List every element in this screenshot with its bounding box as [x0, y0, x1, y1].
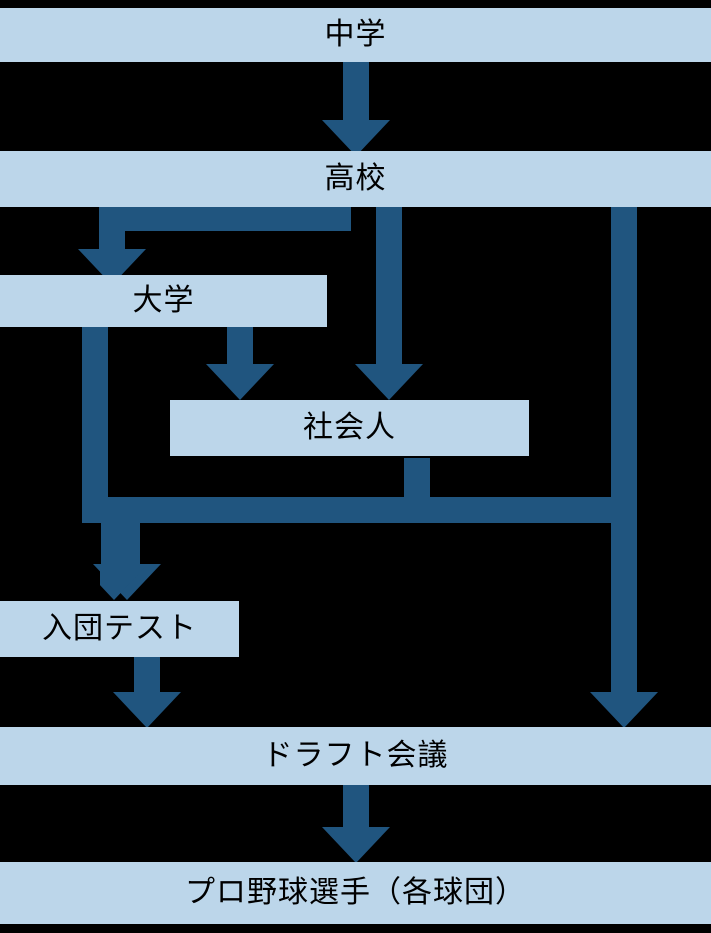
- node-draft-meeting-label: ドラフト会議: [262, 739, 449, 772]
- node-high-school[interactable]: 高校: [0, 151, 711, 207]
- arrow-junior-high-to-high-school: [322, 60, 390, 156]
- node-draft-meeting[interactable]: ドラフト会議: [0, 727, 711, 785]
- arrow-draft-to-pro-player: [322, 785, 390, 863]
- node-corporate-league[interactable]: 社会人: [170, 400, 529, 456]
- node-university[interactable]: 大学: [0, 275, 327, 327]
- arrow-corporate-to-tryout: [100, 458, 430, 600]
- node-pro-player[interactable]: プロ野球選手（各球団）: [0, 862, 711, 924]
- node-tryout[interactable]: 入団テスト: [0, 601, 239, 657]
- node-tryout-label: 入団テスト: [42, 612, 197, 645]
- node-corporate-league-label: 社会人: [303, 411, 396, 444]
- node-junior-high-label: 中学: [324, 18, 387, 51]
- arrow-university-to-corporate: [206, 325, 274, 400]
- node-junior-high[interactable]: 中学: [0, 8, 711, 62]
- arrow-high-school-to-draft: [590, 205, 658, 728]
- arrow-university-to-tryout: [82, 325, 192, 600]
- arrow-high-school-to-university: [56, 205, 351, 285]
- arrow-tryout-to-draft: [113, 657, 181, 728]
- node-high-school-label: 高校: [324, 162, 387, 195]
- node-university-label: 大学: [132, 284, 195, 317]
- arrow-high-school-to-corporate: [355, 205, 423, 400]
- arrow-bus-connector: [100, 497, 620, 523]
- node-pro-player-label: プロ野球選手（各球団）: [185, 876, 526, 909]
